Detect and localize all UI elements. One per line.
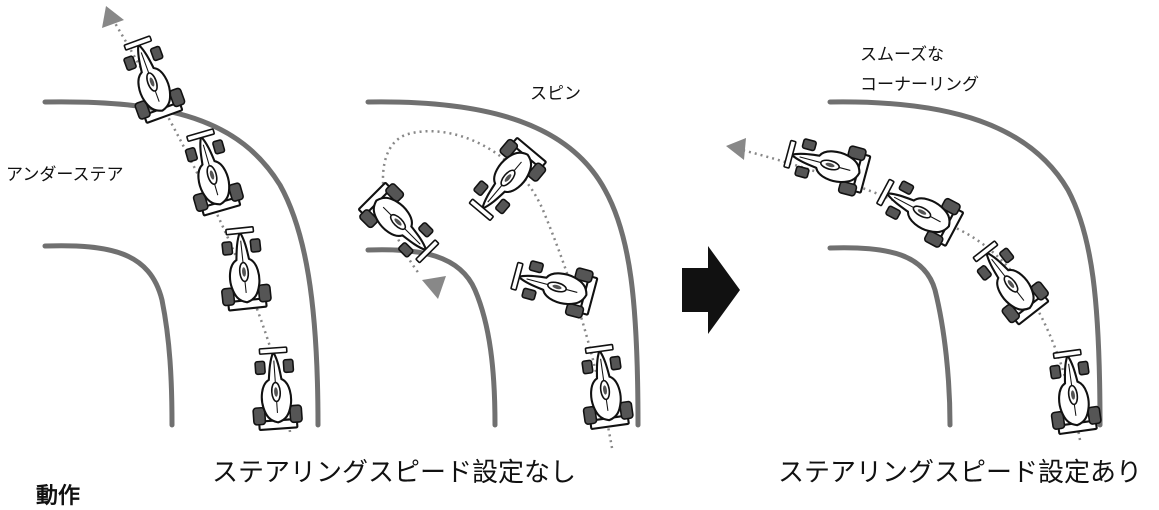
car-middle-1	[573, 341, 636, 431]
car-left-4	[247, 345, 304, 432]
car-middle-2	[507, 251, 600, 321]
car-middle-3	[460, 133, 552, 229]
caption-without-setting: ステアリングスピード設定なし	[212, 458, 577, 488]
trajectory-arrow-icon	[102, 6, 124, 28]
smooth-label-line2: コーナーリング	[860, 75, 979, 95]
car-right-4	[1041, 346, 1104, 436]
spin-label: スピン	[530, 84, 581, 104]
diagram-canvas	[42, 6, 1104, 449]
smooth-label-line1: スムーズな	[860, 45, 945, 65]
understeer-label: アンダーステア	[6, 165, 124, 185]
trajectory-right	[726, 138, 1082, 441]
trajectory-arrow-icon	[422, 276, 446, 299]
right-arrow-icon	[682, 246, 740, 334]
trajectory-arrow-icon	[726, 138, 746, 160]
car-right-1	[780, 129, 873, 199]
caption-with-setting: ステアリングスピード設定あり	[778, 458, 1143, 488]
cutoff-heading: 動作	[36, 484, 81, 509]
car-left-3	[214, 224, 273, 313]
car-right-2	[870, 168, 967, 252]
steering-speed-diagram: アンダーステア スピン スムーズな コーナーリング ステアリングスピード設定なし…	[6, 6, 1143, 509]
car-left-1	[113, 31, 189, 126]
track-right-panel	[827, 99, 1103, 428]
